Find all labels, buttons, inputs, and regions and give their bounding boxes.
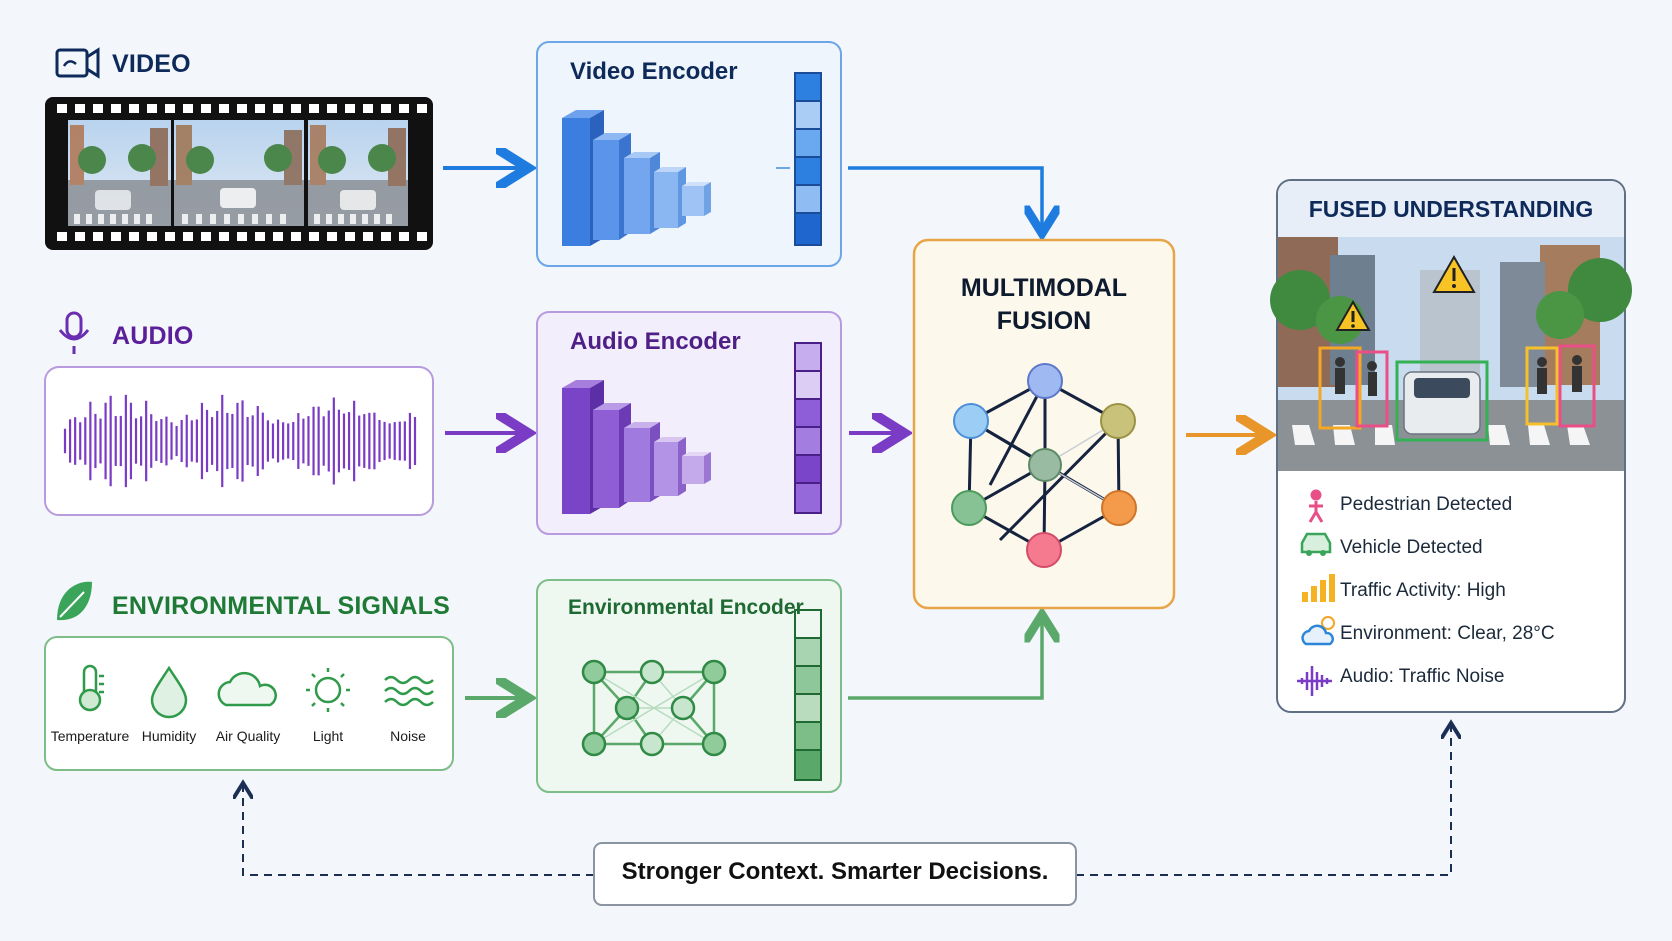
thermometer-icon (78, 664, 104, 712)
sensor-label-air-quality: Air Quality (215, 728, 281, 744)
fusion-title: MULTIMODAL FUSION (914, 272, 1174, 338)
warning-icon (1432, 254, 1476, 293)
env-encoder-title: Environmental Encoder (568, 596, 804, 619)
droplet-icon (150, 665, 188, 719)
fusion-title-line2: FUSION (996, 307, 1092, 335)
fusion-graph (951, 363, 1137, 568)
env-feature-vector (794, 609, 822, 781)
env-to-fusion-arrow (848, 618, 1042, 700)
fusion-title-line1: MULTIMODAL (960, 274, 1128, 302)
env-encoder-box (536, 579, 842, 793)
audio-section-title: AUDIO (112, 322, 194, 350)
sun-icon (306, 668, 350, 712)
video-encoder-pyramid (562, 110, 711, 246)
weather-icon (1301, 616, 1335, 646)
pedestrian-icon (1308, 489, 1324, 523)
audio-encoder-title: Audio Encoder (570, 328, 741, 355)
cloud-icon (217, 671, 277, 707)
audio-wave-icon (1297, 666, 1332, 696)
sensor-label-humidity: Humidity (141, 728, 197, 744)
video-to-fusion-arrow (848, 166, 1042, 230)
env-section-title: ENVIRONMENTAL SIGNALS (112, 592, 451, 620)
video-camera-icon (55, 47, 100, 79)
fused-item-audio: Audio: Traffic Noise (1340, 666, 1505, 687)
car-icon (1300, 532, 1332, 556)
street-scene-image (1270, 237, 1632, 471)
video-encoder-title: Video Encoder (570, 58, 738, 85)
env-encoder-network (581, 659, 727, 757)
fused-item-traffic: Traffic Activity: High (1340, 580, 1506, 601)
bar-chart-icon (1302, 574, 1335, 602)
audio-waveform-box (44, 366, 434, 516)
feedback-loop (243, 725, 1451, 876)
fused-title: FUSED UNDERSTANDING (1308, 196, 1594, 222)
sensor-label-noise: Noise (390, 728, 426, 744)
tagline-box (593, 842, 1077, 906)
video-section-title: VIDEO (112, 50, 191, 78)
leaf-icon (57, 581, 92, 621)
microphone-icon (58, 311, 90, 354)
tagline-text: Stronger Context. Smarter Decisions. (621, 858, 1049, 885)
video-feature-vector (794, 72, 822, 246)
audio-waveform (63, 394, 417, 488)
audio-feature-vector (794, 342, 822, 514)
sensor-label-light: Light (312, 728, 344, 744)
fused-item-environment: Environment: Clear, 28°C (1340, 623, 1555, 644)
sensor-label-temperature: Temperature (50, 728, 130, 744)
film-strip (45, 97, 433, 250)
waves-icon (384, 675, 434, 707)
warning-icon (1335, 299, 1371, 331)
audio-encoder-pyramid (562, 380, 711, 514)
fused-item-vehicle: Vehicle Detected (1340, 537, 1483, 558)
fused-item-pedestrian: Pedestrian Detected (1340, 494, 1513, 515)
